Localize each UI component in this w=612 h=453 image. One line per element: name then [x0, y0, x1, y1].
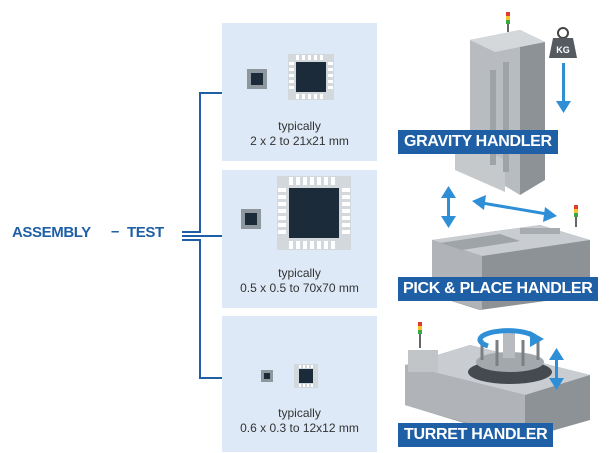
gravity-handler-machine	[455, 30, 545, 195]
chip-small-icon	[261, 370, 273, 382]
test-label: TEST	[127, 224, 164, 241]
weight-icon: KG	[549, 27, 577, 58]
signal-tower-icon	[506, 12, 510, 32]
category-panel-gravity: typically 2 x 2 to 21x21 mm	[222, 23, 377, 161]
signal-tower-icon	[418, 322, 422, 348]
arrow-icon	[472, 195, 557, 222]
size-caption: typically 2 x 2 to 21x21 mm	[222, 119, 377, 149]
caption-line-2: 0.6 x 0.3 to 12x12 mm	[240, 421, 359, 435]
caption-line-1: typically	[278, 119, 321, 133]
rotation-arrow-icon	[477, 328, 544, 349]
qfn-chip-icon	[294, 364, 318, 388]
caption-line-1: typically	[278, 266, 321, 280]
category-panel-turret: typically 0.6 x 0.3 to 12x12 mm	[222, 316, 377, 452]
caption-line-2: 2 x 2 to 21x21 mm	[250, 134, 349, 148]
arrow-icon	[556, 63, 571, 113]
category-panel-pick-place: typically 0.5 x 0.5 to 70x70 mm	[222, 170, 377, 308]
handler-label-pick-place: PICK & PLACE HANDLER	[398, 277, 598, 301]
qfn-chip-icon	[288, 54, 334, 100]
chip-small-icon	[247, 69, 267, 89]
chip-small-icon	[241, 209, 261, 229]
assembly-label: ASSEMBLY	[12, 224, 91, 241]
handler-label-turret: TURRET HANDLER	[398, 423, 554, 447]
caption-line-2: 0.5 x 0.5 to 70x70 mm	[240, 281, 359, 295]
handler-label-gravity: GRAVITY HANDLER	[398, 130, 558, 154]
arrow-icon	[441, 186, 456, 228]
weight-badge: KG	[556, 45, 570, 55]
caption-line-1: typically	[278, 406, 321, 420]
size-caption: typically 0.5 x 0.5 to 70x70 mm	[222, 266, 377, 296]
flow-separator: –	[111, 223, 120, 240]
arrow-icon	[549, 348, 564, 390]
size-caption: typically 0.6 x 0.3 to 12x12 mm	[222, 406, 377, 436]
signal-tower-icon	[574, 205, 578, 227]
turret-handler-machine	[405, 330, 590, 440]
qfn-chip-icon	[277, 176, 351, 250]
